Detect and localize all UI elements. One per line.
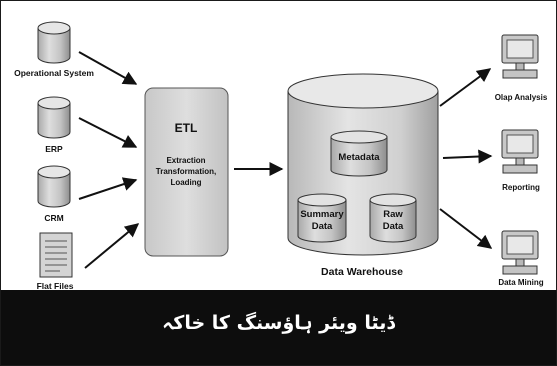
raw-data-cylinder: Raw Data xyxy=(369,193,417,243)
summary-data-label-line2: Data xyxy=(312,221,333,232)
etl-title: ETL xyxy=(175,121,198,135)
etl-box: ETL Extraction Transformation, Loading xyxy=(144,87,229,257)
caption-bar: ڈیٹا ویئر ہاؤسنگ کا خاکہ xyxy=(1,290,556,365)
source-label-operational-system: Operational System xyxy=(14,68,94,78)
output-data-mining: Data Mining xyxy=(498,230,544,287)
output-label-data-mining: Data Mining xyxy=(498,278,543,287)
arrow-warehouse-to-reporting xyxy=(442,149,493,164)
raw-data-label-line1: Raw xyxy=(383,209,403,220)
output-label-reporting: Reporting xyxy=(502,183,540,192)
metadata-label: Metadata xyxy=(338,152,380,163)
monitor-icon xyxy=(501,34,539,79)
output-reporting: Reporting xyxy=(501,129,540,192)
database-cylinder-icon xyxy=(37,165,71,208)
data-warehouse-label: Data Warehouse xyxy=(321,266,403,278)
output-label-olap-analysis: Olap Analysis xyxy=(495,93,548,102)
raw-data-label-line2: Data xyxy=(383,221,404,232)
caption-text: ڈیٹا ویئر ہاؤسنگ کا خاکہ xyxy=(162,312,395,334)
output-olap-analysis: Olap Analysis xyxy=(495,34,548,102)
source-erp: ERP xyxy=(37,96,71,154)
summary-data-label-line1: Summary xyxy=(300,209,344,220)
arrow-crm-to-etl xyxy=(78,177,138,200)
arrow-warehouse-to-mining xyxy=(439,208,493,249)
source-label-crm: CRM xyxy=(44,213,63,223)
arrow-erp-to-etl xyxy=(78,117,138,148)
etl-line-extraction: Extraction xyxy=(166,156,205,165)
arrow-operational-to-etl xyxy=(78,51,138,85)
monitor-icon xyxy=(501,230,539,275)
metadata-cylinder: Metadata xyxy=(330,130,388,177)
source-operational-system: Operational System xyxy=(14,21,94,78)
source-crm: CRM xyxy=(37,165,71,223)
database-cylinder-icon xyxy=(37,96,71,139)
database-cylinder-icon xyxy=(37,21,71,64)
source-flat-files: Flat Files xyxy=(37,232,74,291)
etl-line-loading: Loading xyxy=(170,178,201,187)
arrow-flatfiles-to-etl xyxy=(84,223,140,269)
etl-line-transformation: Transformation, xyxy=(156,167,216,176)
source-label-erp: ERP xyxy=(45,144,63,154)
summary-data-cylinder: Summary Data xyxy=(297,193,347,243)
arrow-warehouse-to-olap xyxy=(439,68,492,107)
source-label-flat-files: Flat Files xyxy=(37,281,74,291)
monitor-icon xyxy=(501,129,539,174)
document-icon xyxy=(39,232,73,278)
